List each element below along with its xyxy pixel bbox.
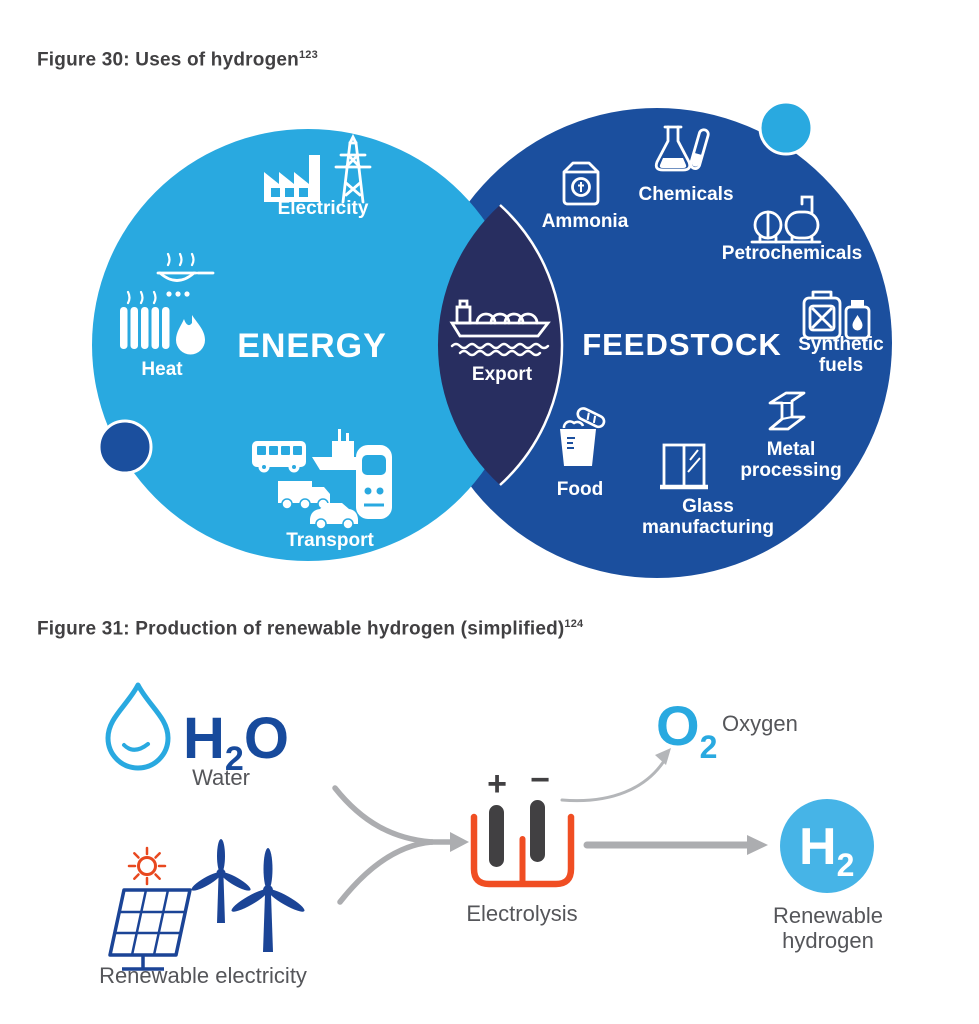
factory-icon	[264, 155, 320, 202]
merge-arrow	[332, 785, 453, 905]
food-bag-icon	[560, 407, 606, 466]
bus-icon	[252, 441, 306, 473]
figure31-title: Figure 31: Production of renewable hydro…	[37, 618, 583, 640]
wind-turbine-icon	[191, 839, 305, 952]
water-label: Water	[192, 765, 250, 790]
chemicals-flask-icon	[654, 125, 710, 172]
energy-circle	[92, 129, 524, 561]
renewable-hydrogen-label-line2: hydrogen	[782, 928, 874, 953]
solar-panel-icon	[108, 888, 192, 971]
ship-icon	[312, 429, 370, 470]
h2-formula: H2	[799, 818, 854, 883]
ammonia-bag-icon	[562, 161, 600, 206]
uses-of-hydrogen-venn-diagram: Electricity Heat	[92, 100, 892, 578]
metal-processing-icon	[768, 391, 806, 431]
water-droplet-icon	[105, 682, 171, 771]
car-icon	[310, 503, 358, 530]
minus-sign: −	[530, 761, 550, 799]
feedstock-circle	[422, 108, 892, 578]
electrolysis-label: Electrolysis	[466, 901, 577, 926]
synthetic-fuels-label-line2: fuels	[819, 355, 863, 376]
renewable-hydrogen-label-line1: Renewable	[773, 903, 883, 928]
chemicals-label: Chemicals	[638, 184, 733, 205]
flame-icon	[176, 315, 205, 355]
synthetic-fuels-icon	[802, 290, 871, 340]
transport-label: Transport	[286, 530, 374, 551]
glass-manufacturing-icon	[660, 443, 708, 490]
metal-processing-label-line2: processing	[740, 460, 841, 481]
figure31-title-text: Figure 31: Production of renewable hydro…	[37, 618, 565, 640]
ammonia-label: Ammonia	[542, 211, 629, 232]
radiator-icon	[120, 290, 170, 349]
feedstock-title: FEEDSTOCK	[582, 327, 782, 362]
train-icon	[356, 445, 392, 519]
synthetic-fuels-label-line1: Synthetic	[798, 334, 884, 355]
electrolysis-icon: + −	[470, 761, 575, 888]
oxygen-label: Oxygen	[722, 711, 798, 736]
transport-icons	[252, 429, 392, 530]
heat-label: Heat	[141, 359, 183, 380]
h2o-formula: H2O	[183, 706, 289, 778]
electricity-label: Electricity	[278, 198, 369, 219]
figure31-footnote-ref: 124	[564, 618, 584, 630]
food-label: Food	[557, 479, 603, 500]
figure30-title-text: Figure 30: Uses of hydrogen	[37, 49, 299, 71]
sun-icon	[127, 846, 167, 886]
petrochemicals-icon	[750, 195, 822, 244]
renewable-electricity-label: Renewable electricity	[99, 963, 307, 988]
decorative-navy-dot	[97, 419, 153, 475]
pan-icon	[156, 252, 215, 297]
oxygen-arrow	[560, 759, 666, 803]
metal-processing-label-line1: Metal	[767, 439, 816, 460]
o2-formula: O2	[656, 694, 717, 765]
export-label: Export	[472, 364, 533, 385]
decorative-lightblue-dot	[758, 100, 814, 156]
energy-title: ENERGY	[237, 327, 387, 365]
pylon-icon	[334, 133, 372, 204]
figure30-footnote-ref: 123	[298, 49, 318, 61]
glass-manufacturing-label-line2: manufacturing	[642, 517, 774, 538]
petrochemicals-label: Petrochemicals	[722, 243, 862, 264]
overlap-lens-highlight-arc	[499, 204, 564, 486]
glass-manufacturing-label-line1: Glass	[682, 496, 734, 517]
truck-icon	[278, 481, 330, 510]
plus-sign: +	[487, 765, 507, 803]
hydrogen-arrowhead	[747, 835, 768, 855]
hydrogen-production-flow-diagram: H2O Water Renewable electricity	[99, 682, 883, 988]
figure30-title: Figure 30: Uses of hydrogen123	[37, 49, 318, 71]
tanker-ship-icon	[449, 299, 551, 357]
merge-arrowhead	[450, 832, 469, 852]
oxygen-arrowhead	[655, 748, 671, 765]
hydrogen-circle	[780, 799, 874, 893]
